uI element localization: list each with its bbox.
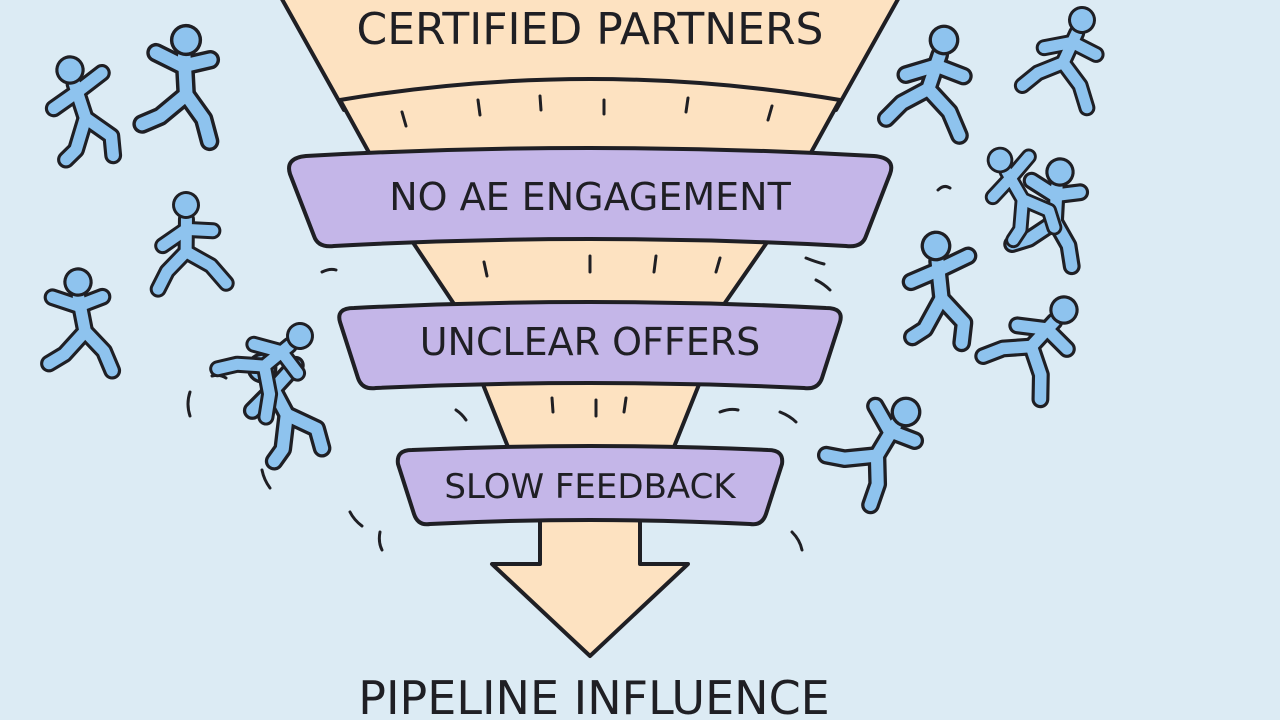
falling-person-icon [132, 23, 221, 152]
pipeline-influence-label: PIPELINE INFLUENCE [358, 671, 830, 720]
falling-figures [40, 6, 1105, 515]
falling-person-icon [40, 267, 122, 380]
certified-partners-label: CERTIFIED PARTNERS [357, 4, 824, 55]
slow-feedback-label: SLOW FEEDBACK [444, 467, 737, 507]
falling-person-icon [876, 24, 973, 145]
funnel-segment-1 [338, 77, 842, 160]
barrier-no-ae-engagement: NO AE ENGAGEMENT [287, 146, 894, 249]
funnel-segment-3 [480, 380, 702, 454]
no-ae-engagement-label: NO AE ENGAGEMENT [389, 175, 791, 219]
falling-person-icon [901, 230, 978, 353]
barrier-bands: NO AE ENGAGEMENT UNCLEAR OFFERS SLOW FEE… [287, 146, 894, 527]
falling-person-icon [149, 191, 235, 298]
funnel-segment-2 [408, 236, 772, 312]
falling-person-icon [209, 322, 314, 426]
barrier-slow-feedback: SLOW FEEDBACK [395, 444, 785, 527]
falling-person-icon [974, 295, 1079, 409]
funnel-tick-marks [400, 94, 774, 418]
funnel-body: CERTIFIED PARTNERS [280, 0, 900, 658]
falling-person-icon [816, 396, 925, 515]
unclear-offers-label: UNCLEAR OFFERS [420, 320, 761, 364]
falling-person-icon [984, 146, 1063, 249]
barrier-unclear-offers: UNCLEAR OFFERS [337, 300, 843, 391]
funnel-down-arrow [490, 518, 690, 658]
falling-person-icon [44, 55, 123, 169]
falling-person-icon [1013, 6, 1105, 117]
